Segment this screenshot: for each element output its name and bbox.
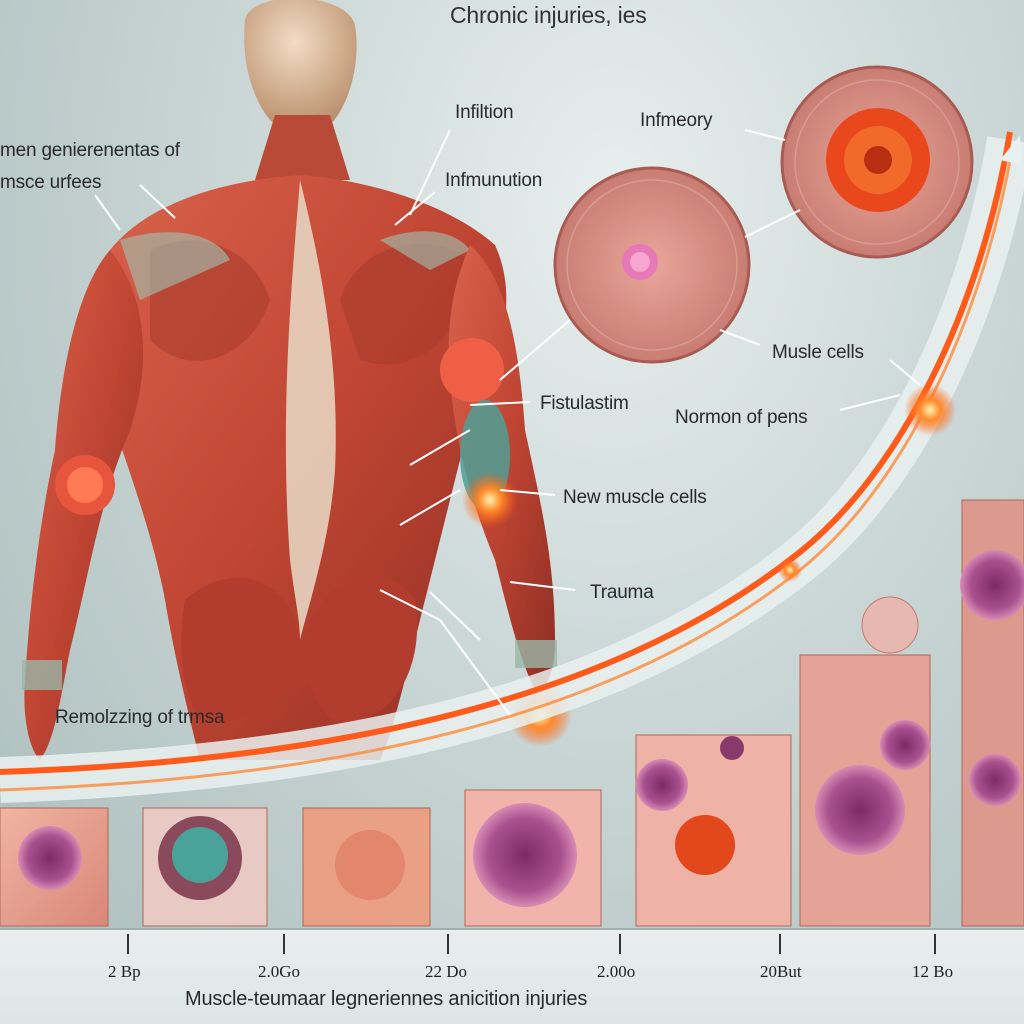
magnified-cell-circle-2 [780, 65, 974, 259]
timeline-tick-label: 2.0Go [258, 962, 301, 981]
label-muscle-injuries-line2: msce urfees [0, 172, 102, 193]
label-infiltion: Infiltion [455, 102, 514, 123]
timeline-caption: Muscle-teumaar legneriennes anicition in… [185, 988, 588, 1010]
label-muscle-injuries-line1: men genierenentas of [0, 140, 180, 161]
label-normon-of-pens: Normon of pens [675, 407, 808, 428]
human-back-figure [22, 0, 572, 760]
label-infmeory: Infmeory [640, 110, 713, 131]
label-remodeling: Remolzzing of trmsa [55, 707, 225, 728]
timeline-tick-label: 2 Bp [108, 962, 141, 981]
timeline-tick-label: 22 Do [425, 962, 468, 981]
timeline-tick-label: 12 Bo [912, 962, 954, 981]
diagram-title: Chronic injuries, ies [450, 2, 647, 28]
timeline-ticks [127, 934, 936, 954]
timeline-tick-label: 20But [760, 962, 802, 981]
label-muscle-cells: Musle cells [772, 342, 864, 363]
progression-arc [0, 131, 1024, 803]
label-new-muscle-cells: New muscle cells [563, 487, 707, 508]
leader-lines [94, 129, 921, 716]
label-infmunution: Infmunution [445, 170, 543, 191]
timeline-band [0, 928, 1024, 1024]
magnified-cell-circle-1 [553, 166, 751, 364]
tissue-panels [0, 499, 1024, 927]
label-trauma: Trauma [590, 582, 654, 603]
label-fistulastim: Fistulastim [540, 393, 629, 414]
timeline-tick-label: 2.00o [597, 962, 636, 981]
